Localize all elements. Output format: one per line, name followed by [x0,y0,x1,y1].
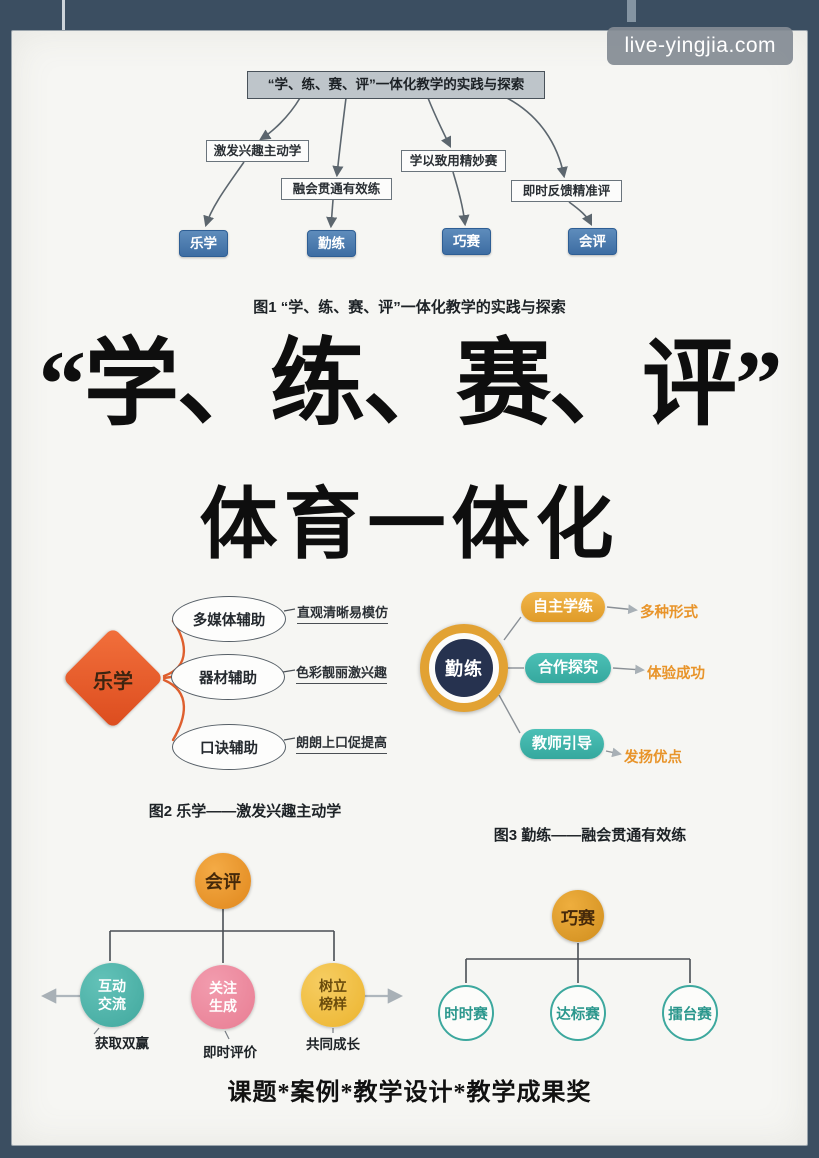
page-edge-mark [627,0,636,22]
footer-caption: 课题*案例*教学设计*教学成果奖 [227,1080,592,1106]
fig1-branch-label: 学以致用精妙赛 [401,150,506,172]
fig1-node-huiping: 会评 [568,228,617,255]
fig3-item-desc: 体验成功 [647,666,705,682]
fig3-item-pill: 教师引导 [520,729,604,759]
fig1-branch-label: 融会贯通有效练 [281,178,392,200]
fig3-item-pill: 自主学练 [521,592,605,622]
fig4-item-label: 互动交流 [98,977,126,1012]
fig5-item-circle: 擂台赛 [662,985,718,1041]
fig3-item-pill: 合作探究 [525,653,611,683]
fig4-root-circle: 会评 [195,853,251,909]
fig4-item-circle: 关注生成 [191,965,255,1029]
fig4-item-label: 树立榜样 [319,977,347,1012]
fig4-item-desc: 获取双赢 [95,1036,149,1051]
fig2-item-ellipse: 口诀辅助 [172,724,286,770]
watermark-badge: live-yingjia.com [607,27,793,65]
fig4-item-circle: 树立榜样 [301,963,365,1027]
fig1-branch-label: 即时反馈精准评 [511,180,622,202]
fig4-item-desc: 共同成长 [306,1037,360,1052]
fig2-item-desc: 直观清晰易模仿 [297,602,389,624]
fig3-root-ring: 勤练 [420,624,508,712]
fig3-caption: 图3 勤练——融会贯通有效练 [493,827,687,844]
fig1-node-qinlian: 勤练 [307,230,356,257]
headline-line1: “学、练、赛、评” [38,331,782,437]
fig2-item-desc: 色彩靓丽激兴趣 [296,662,388,684]
fig1-node-lexue: 乐学 [179,230,228,257]
fig5-item-circle: 时时赛 [438,985,494,1041]
fig4-item-label: 关注生成 [209,979,237,1014]
fig1-branch-label: 激发兴趣主动学 [206,140,309,162]
page-edge-mark [62,0,65,30]
fig2-item-desc: 朗朗上口促提高 [296,732,388,754]
page-background [11,30,808,1146]
fig2-root-label: 乐学 [93,671,133,693]
fig4-item-desc: 即时评价 [203,1045,257,1060]
fig5-root-circle: 巧赛 [552,890,604,942]
fig1-node-qiaosai: 巧赛 [442,228,491,255]
fig2-caption: 图2 乐学——激发兴趣主动学 [148,803,342,820]
fig2-item-ellipse: 器材辅助 [171,654,285,700]
fig3-root-label: 勤练 [435,639,493,697]
fig1-title-box: “学、练、赛、评”一体化教学的实践与探索 [247,71,545,99]
fig4-item-circle: 互动交流 [80,963,144,1027]
fig3-item-desc: 发扬优点 [624,750,682,766]
fig2-item-ellipse: 多媒体辅助 [172,596,286,642]
headline-line2: 体育一体化 [199,481,620,568]
fig3-item-desc: 多种形式 [640,605,698,621]
fig5-item-circle: 达标赛 [550,985,606,1041]
fig1-caption: 图1 “学、练、赛、评”一体化教学的实践与探索 [253,299,566,316]
